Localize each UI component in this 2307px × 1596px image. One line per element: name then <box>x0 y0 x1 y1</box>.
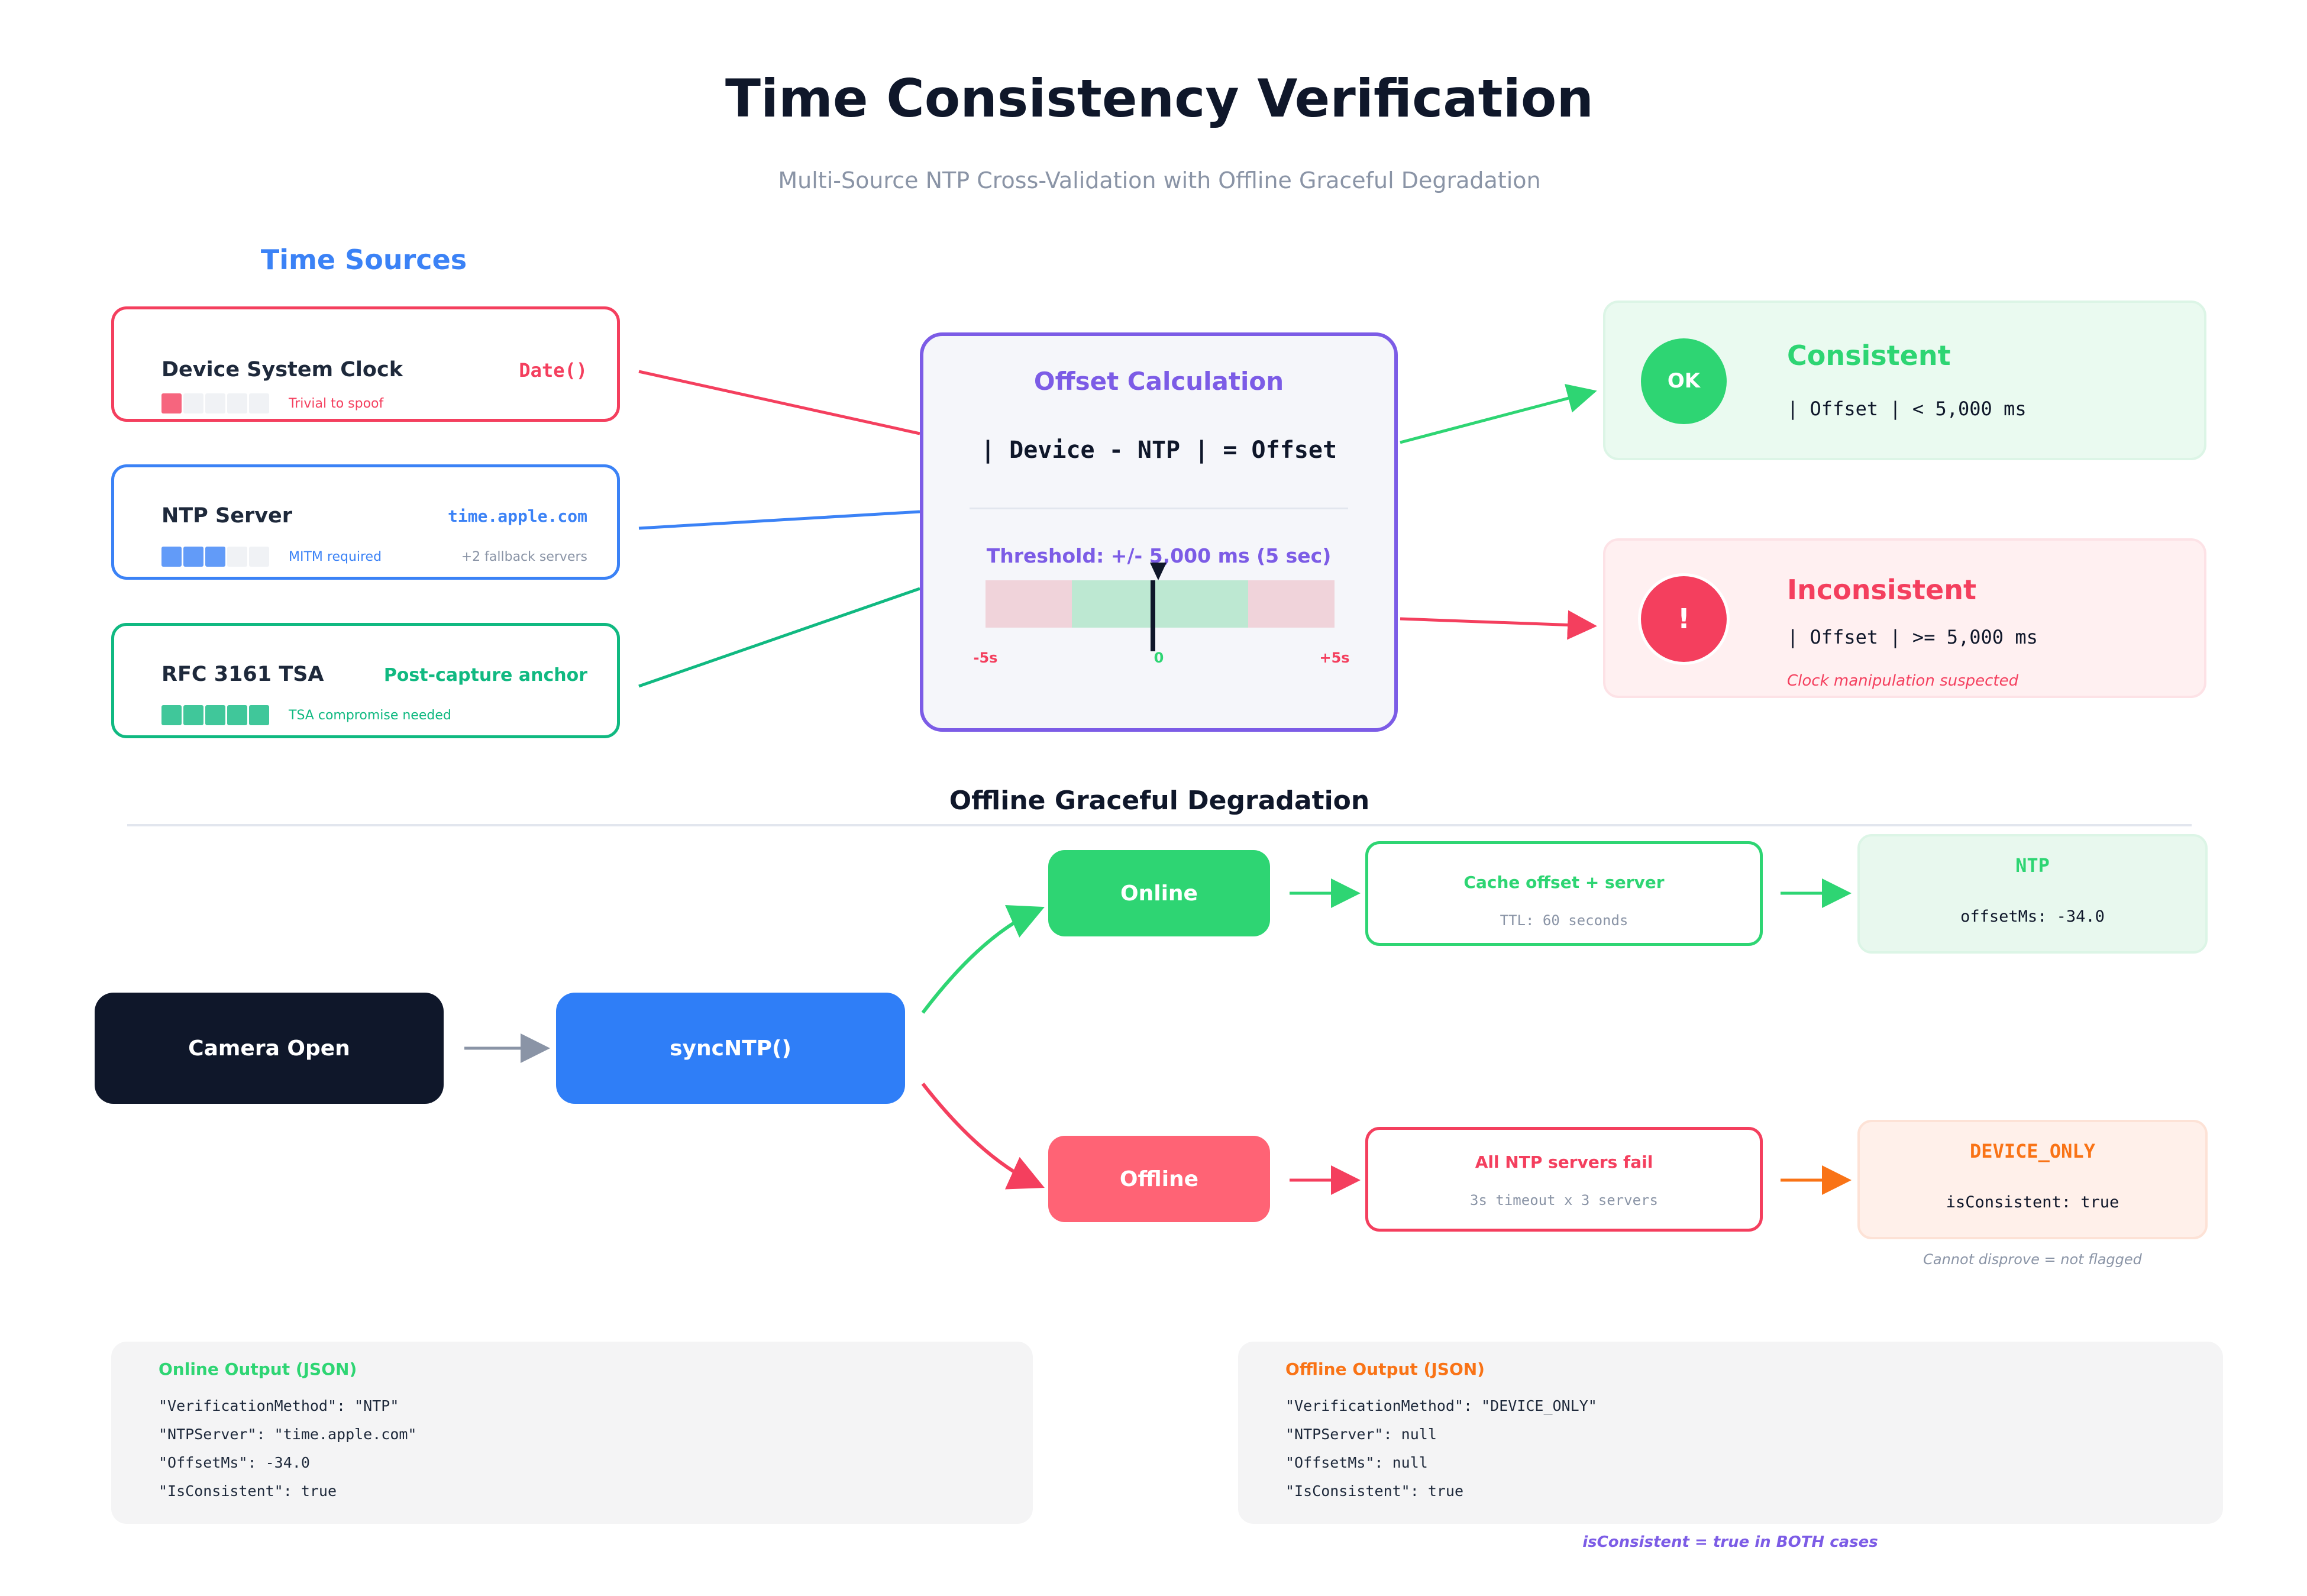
source-name: RFC 3161 TSA <box>161 663 324 686</box>
sync-ntp-node: syncNTP() <box>556 993 905 1104</box>
strength-bar <box>161 547 280 567</box>
strength-segment <box>205 393 225 413</box>
source-note: Trivial to spoof <box>289 396 384 411</box>
consistent-rule: | Offset | < 5,000 ms <box>1787 398 2027 420</box>
strength-segment <box>227 705 247 725</box>
strength-segment <box>161 705 182 725</box>
offset-divider <box>970 508 1348 509</box>
offline-output-title: Offline Output (JSON) <box>1285 1359 1485 1379</box>
connector-clock <box>638 370 920 435</box>
offline-step-label: All NTP servers fail <box>1475 1152 1653 1172</box>
strength-segment <box>161 547 182 567</box>
consistent-title: Consistent <box>1787 340 1951 371</box>
ok-badge: OK <box>1641 338 1727 424</box>
gauge-tick-max: +5s <box>1319 650 1350 666</box>
strength-segment <box>183 393 203 413</box>
strength-segment <box>227 393 247 413</box>
inconsistent-note: Clock manipulation suspected <box>1787 672 2019 690</box>
strength-bar <box>161 705 280 725</box>
sources-heading: Time Sources <box>260 244 467 276</box>
offline-output-panel: Offline Output (JSON) "VerificationMetho… <box>1238 1342 2223 1524</box>
online-node: Online <box>1048 850 1270 936</box>
online-result: NTP offsetMs: -34.0 <box>1857 834 2208 954</box>
gauge-needle <box>1151 580 1155 651</box>
strength-segment <box>183 547 203 567</box>
gauge-zone-ok <box>1072 580 1248 628</box>
gauge-zone-low <box>986 580 1072 628</box>
source-extra: +2 fallback servers <box>461 550 587 564</box>
connector-ntp <box>638 510 920 530</box>
online-result-value: offsetMs: -34.0 <box>1960 907 2105 926</box>
gauge-tick-min: -5s <box>973 650 998 666</box>
online-output-line: "NTPServer": "time.apple.com" <box>159 1426 417 1443</box>
camera-open-node: Camera Open <box>95 993 444 1104</box>
offline-result-value: isConsistent: true <box>1946 1193 2119 1211</box>
offline-output-line: "NTPServer": null <box>1285 1426 1437 1443</box>
offset-calculation-panel: Offset Calculation | Device - NTP | = Of… <box>920 332 1398 732</box>
source-card-device-clock: Device System Clock Date() Trivial to sp… <box>111 306 620 422</box>
strength-segment <box>183 705 203 725</box>
page-title: Time Consistency Verification <box>725 68 1594 129</box>
page-subtitle: Multi-Source NTP Cross-Validation with O… <box>778 167 1541 193</box>
offline-node: Offline <box>1048 1136 1270 1222</box>
online-output-line: "VerificationMethod": "NTP" <box>159 1397 399 1414</box>
strength-segment <box>249 705 269 725</box>
threshold-gauge <box>986 580 1335 651</box>
source-name: NTP Server <box>161 504 293 528</box>
alert-badge: ! <box>1641 576 1727 662</box>
arrow-sync-online <box>921 904 1045 1014</box>
offline-result: DEVICE_ONLY isConsistent: true <box>1857 1120 2208 1239</box>
alert-badge-label: ! <box>1678 603 1690 635</box>
source-name: Device System Clock <box>161 358 403 382</box>
strength-segment <box>227 547 247 567</box>
connector-tsa <box>638 587 920 688</box>
source-tag: Post-capture anchor <box>383 665 587 686</box>
online-output-line: "IsConsistent": true <box>159 1482 337 1500</box>
offset-formula: | Device - NTP | = Offset <box>980 437 1337 464</box>
offline-result-title: DEVICE_ONLY <box>1970 1140 2095 1162</box>
strength-bar <box>161 393 280 413</box>
online-step: Cache offset + server TTL: 60 seconds <box>1365 841 1763 946</box>
strength-segment <box>205 547 225 567</box>
online-output-title: Online Output (JSON) <box>159 1359 357 1379</box>
gauge-zone-high <box>1248 580 1335 628</box>
arrow-sync-offline <box>921 1083 1045 1190</box>
result-consistent: OK Consistent | Offset | < 5,000 ms <box>1603 301 2206 460</box>
source-note: MITM required <box>289 550 382 564</box>
offline-output-line: "IsConsistent": true <box>1285 1482 1464 1500</box>
source-card-tsa: RFC 3161 TSA Post-capture anchor TSA com… <box>111 623 620 738</box>
result-inconsistent: ! Inconsistent | Offset | >= 5,000 ms Cl… <box>1603 538 2206 698</box>
degradation-heading: Offline Graceful Degradation <box>949 786 1370 816</box>
source-card-ntp-server: NTP Server time.apple.com MITM required … <box>111 464 620 580</box>
strength-segment <box>205 705 225 725</box>
inconsistent-rule: | Offset | >= 5,000 ms <box>1787 626 2038 648</box>
offline-output-line: "VerificationMethod": "DEVICE_ONLY" <box>1285 1397 1597 1414</box>
online-step-label: Cache offset + server <box>1463 873 1665 892</box>
source-tag: time.apple.com <box>447 506 587 526</box>
output-footnote: isConsistent = true in BOTH cases <box>1582 1533 1878 1551</box>
gauge-needle-tip <box>1150 563 1167 580</box>
arrow-inconsistent <box>1400 610 1597 640</box>
inconsistent-title: Inconsistent <box>1787 574 1976 606</box>
offline-step-note: 3s timeout x 3 servers <box>1470 1192 1658 1209</box>
offline-result-note: Cannot disprove = not flagged <box>1923 1251 2142 1268</box>
ok-badge-label: OK <box>1667 369 1701 393</box>
source-tag: Date() <box>519 359 587 382</box>
strength-segment <box>249 393 269 413</box>
offset-title: Offset Calculation <box>1033 367 1284 396</box>
offline-step: All NTP servers fail 3s timeout x 3 serv… <box>1365 1127 1763 1232</box>
source-note: TSA compromise needed <box>289 708 451 723</box>
arrow-consistent <box>1400 384 1597 444</box>
online-output-line: "OffsetMs": -34.0 <box>159 1454 310 1471</box>
gauge-tick-zero: 0 <box>1154 650 1164 666</box>
offline-output-line: "OffsetMs": null <box>1285 1454 1428 1471</box>
online-output-panel: Online Output (JSON) "VerificationMethod… <box>111 1342 1033 1524</box>
online-step-note: TTL: 60 seconds <box>1500 912 1629 929</box>
strength-segment <box>249 547 269 567</box>
online-result-title: NTP <box>2015 854 2050 877</box>
strength-segment <box>161 393 182 413</box>
